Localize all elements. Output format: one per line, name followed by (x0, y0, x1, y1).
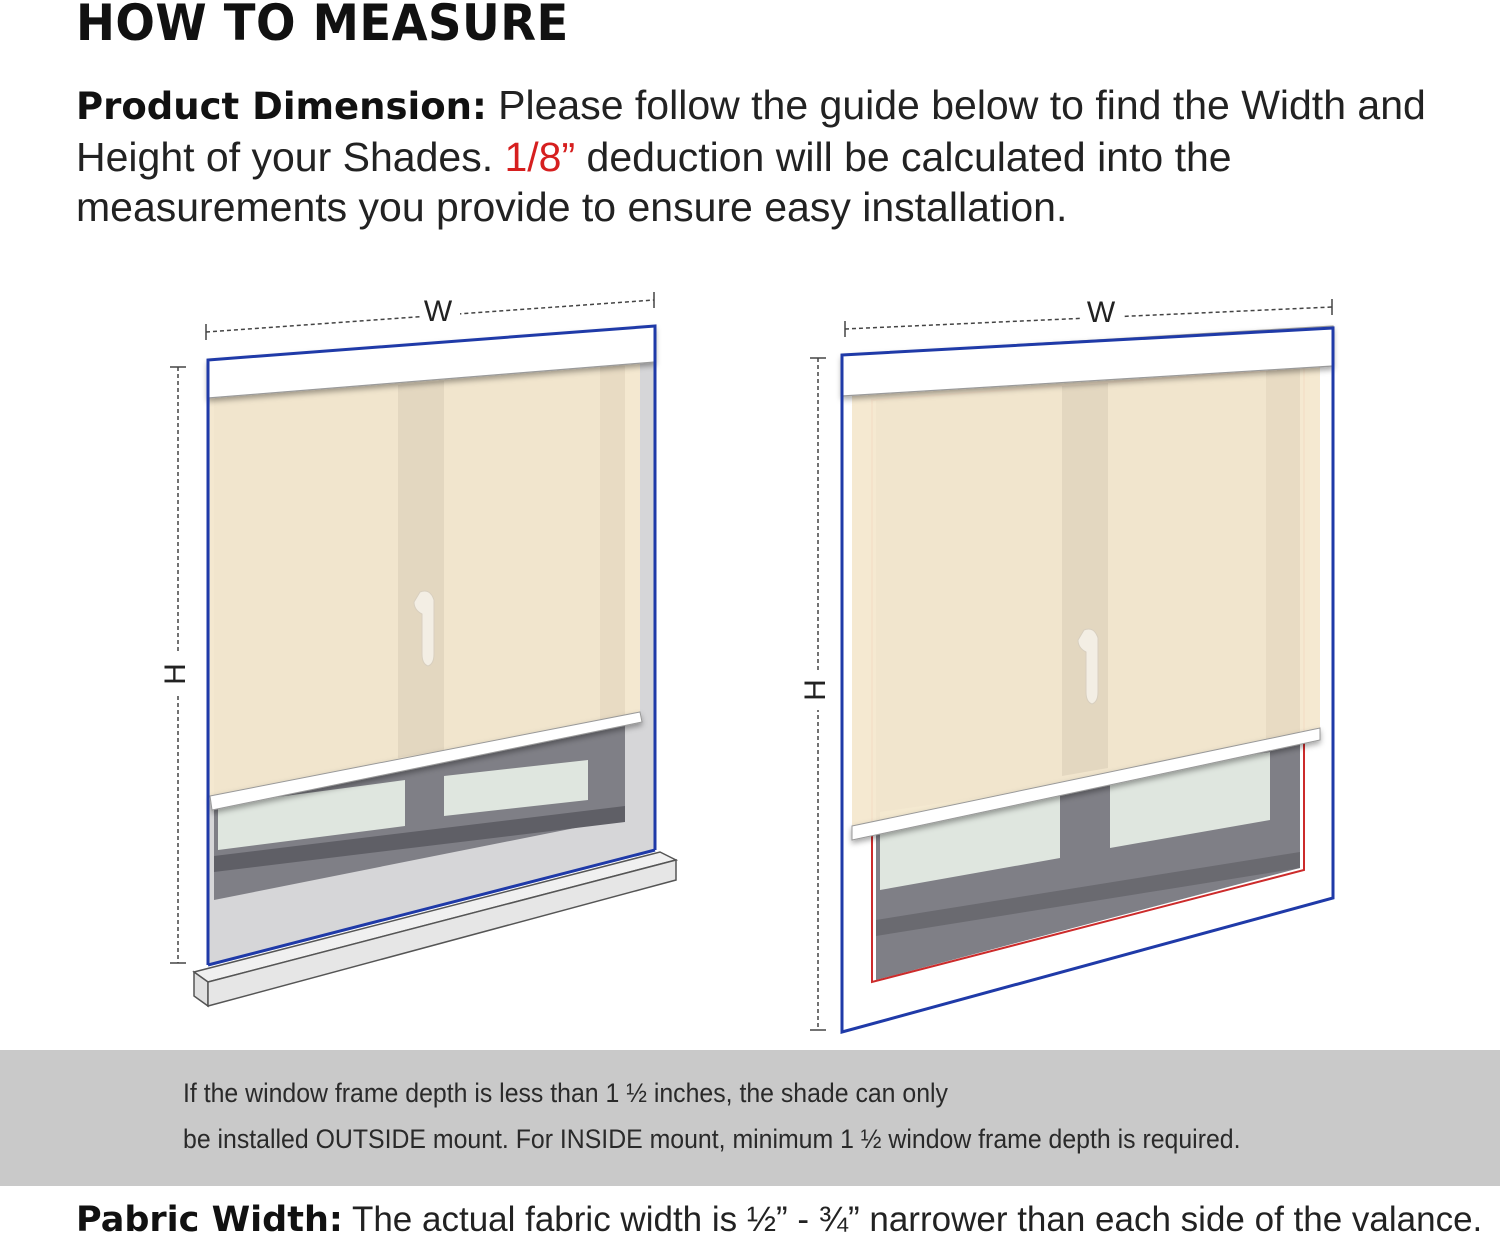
note-line-1: If the window frame depth is less than 1… (183, 1078, 948, 1108)
shade-mullion-shadow (398, 381, 444, 758)
width-dimension-line (844, 306, 1333, 330)
width-label: W (424, 295, 453, 328)
inside-mount-diagram: W H (159, 292, 679, 1008)
inside-mount-outline (206, 324, 657, 965)
fabric-width-note: Pabric Width: The actual fabric width is… (76, 1200, 1482, 1240)
note-line-2: be installed OUTSIDE mount. For INSIDE m… (183, 1124, 1241, 1154)
height-label: H (159, 663, 192, 685)
intro-text-after: deduction will be calculated into the me… (76, 134, 1232, 230)
inside-mount-outline-bottom (207, 848, 656, 967)
frame-bottom-bar (214, 806, 625, 872)
window-sill-edge (207, 859, 677, 1007)
frame-bottom-bar (876, 852, 1300, 936)
intro-text-before: Please follow the guide below to find th… (76, 82, 1426, 180)
page-title: HOW TO MEASURE (76, 0, 569, 52)
height-label: H (799, 679, 832, 701)
shade-bottom-rail (209, 711, 643, 811)
width-label: W (1087, 296, 1116, 329)
glass-pane-left (218, 780, 405, 850)
shade-side-shadow (600, 364, 625, 720)
mount-depth-note: If the window frame depth is less than 1… (0, 1050, 1500, 1186)
shade-side-shadow (1266, 366, 1300, 742)
window-handle (413, 590, 435, 667)
outside-mount-outline (840, 326, 1335, 1034)
fabric-width-label: Pabric Width: (76, 1200, 343, 1240)
window-handle (1077, 628, 1099, 705)
shade-mullion-shadow (1062, 383, 1108, 776)
product-dimension-label: Product Dimension: (76, 85, 487, 128)
deduction-highlight: 1/8” (504, 134, 576, 180)
fabric-width-text: The actual fabric width is ½” - ¾” narro… (342, 1200, 1483, 1239)
outside-mount-diagram: W H (799, 296, 1335, 1034)
shade-bottom-rail (851, 727, 1321, 841)
measure-diagrams: W H W H (159, 292, 1335, 1034)
glass-pane-right (444, 760, 588, 816)
product-dimension-paragraph: Product Dimension: Please follow the gui… (76, 80, 1456, 232)
